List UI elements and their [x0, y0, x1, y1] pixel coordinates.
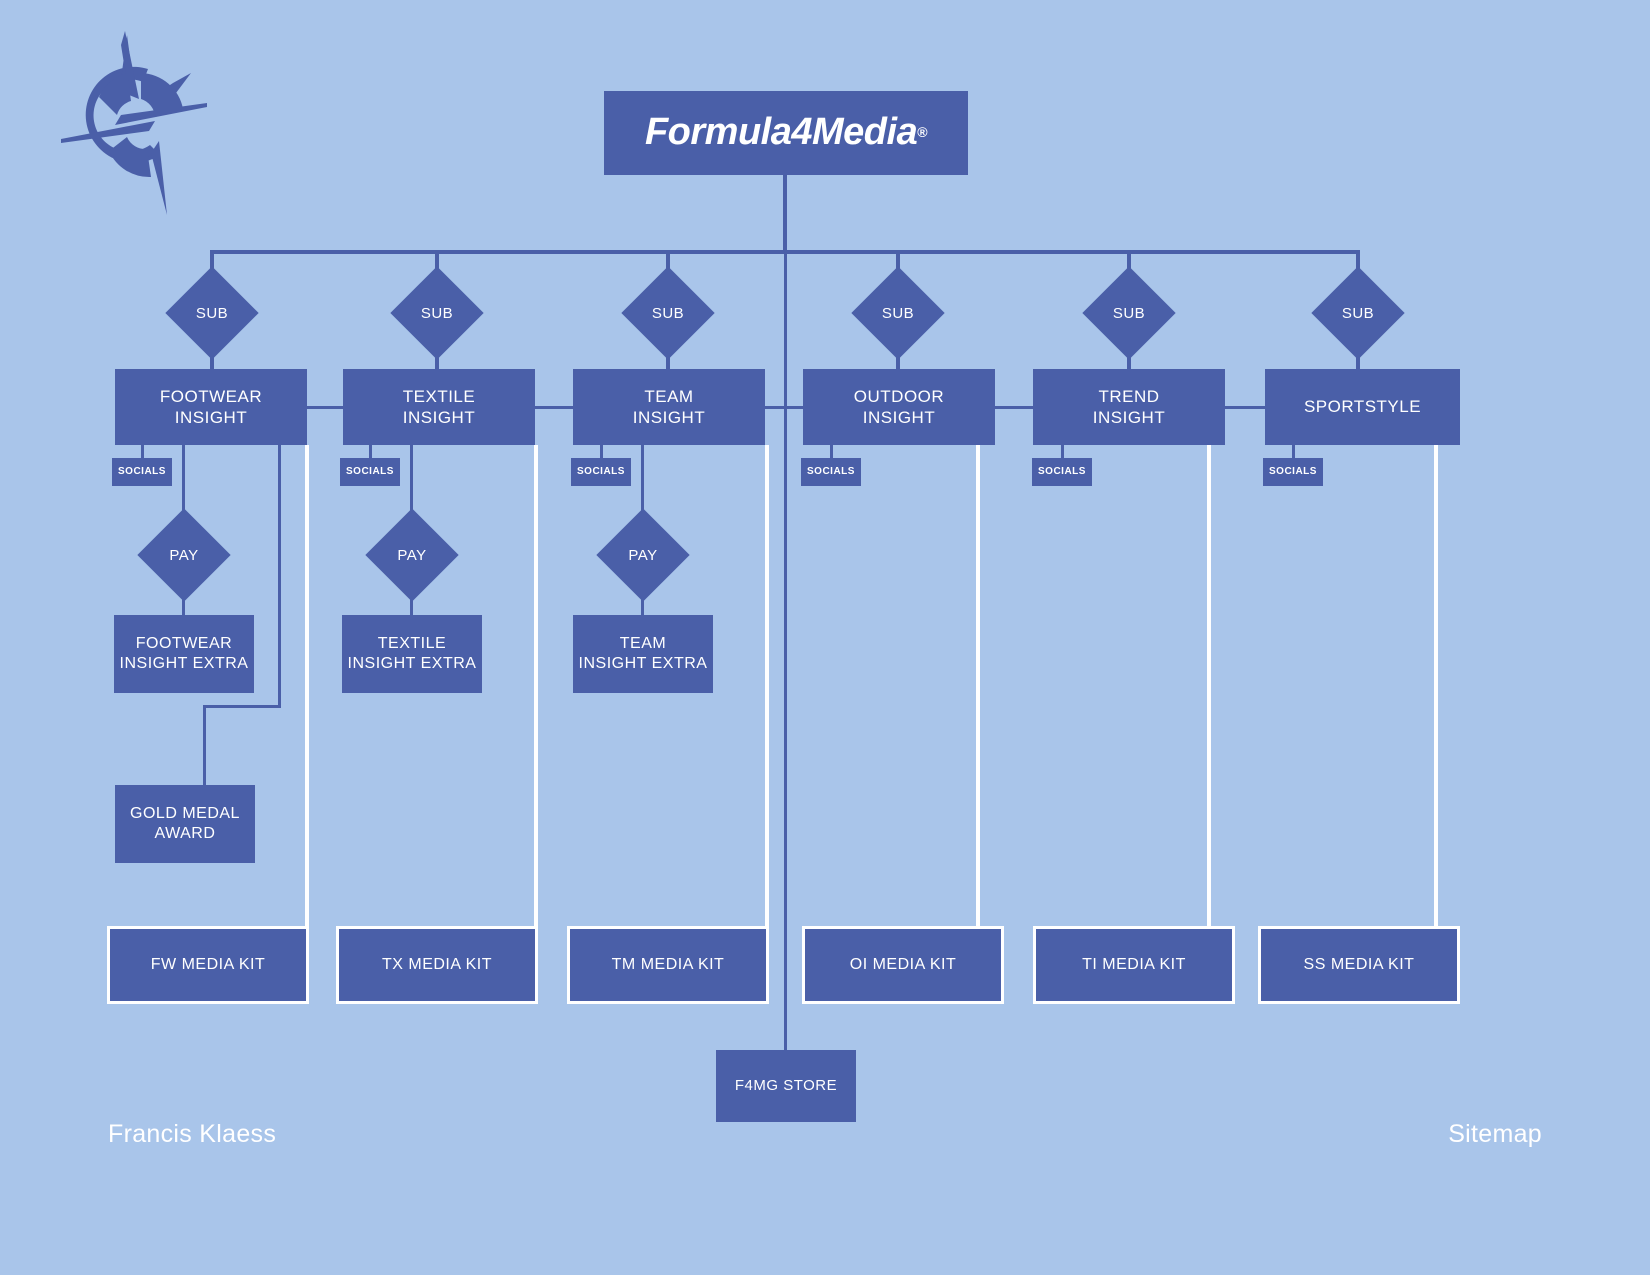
socials-chip-sportstyle-label: SOCIALS: [1269, 465, 1317, 477]
section-label-footwear-line1: FOOTWEAR: [159, 386, 263, 406]
section-node-footwear[interactable]: FOOTWEAR INSIGHT: [115, 369, 307, 445]
gold-medal-award-node[interactable]: GOLD MEDAL AWARD: [115, 785, 255, 863]
footer-doc-type: Sitemap: [1448, 1120, 1542, 1148]
media-kit-node-tm[interactable]: TM MEDIA KIT: [567, 926, 769, 1004]
media-kit-node-ti[interactable]: TI MEDIA KIT: [1033, 926, 1235, 1004]
extra-node-textile[interactable]: TEXTILE INSIGHT EXTRA: [342, 615, 482, 693]
pay-diamond-footwear-label: PAY: [169, 546, 199, 564]
media-kit-label-ss: SS MEDIA KIT: [1303, 956, 1415, 973]
connector-sportstyle-socials: [1292, 445, 1295, 461]
connector-outdoor-trend: [995, 406, 1035, 409]
connector-footwear-textile: [305, 406, 345, 409]
connector-footwear-gold-vertical-1: [278, 445, 281, 707]
connector-team-media-kit: [765, 445, 769, 930]
registered-trademark-icon: ®: [917, 124, 928, 141]
socials-chip-outdoor[interactable]: SOCIALS: [801, 458, 861, 486]
section-label-sportstyle-line1: SPORTSTYLE: [1303, 397, 1422, 417]
connector-footwear-to-pay: [182, 445, 185, 524]
section-label-trend-line1: TREND: [1098, 386, 1160, 406]
section-node-outdoor[interactable]: OUTDOOR INSIGHT: [803, 369, 995, 445]
socials-chip-outdoor-label: SOCIALS: [807, 465, 855, 477]
section-node-trend[interactable]: TREND INSIGHT: [1033, 369, 1225, 445]
section-label-team-line2: INSIGHT: [632, 408, 706, 427]
connector-textile-to-pay: [410, 445, 413, 524]
extra-node-footwear[interactable]: FOOTWEAR INSIGHT EXTRA: [114, 615, 254, 693]
connector-textile-media-kit: [534, 445, 538, 930]
media-kit-label-ti: TI MEDIA KIT: [1082, 956, 1186, 973]
pay-diamond-textile-label: PAY: [397, 546, 427, 564]
media-kit-label-tx: TX MEDIA KIT: [381, 956, 492, 973]
section-label-outdoor-line2: INSIGHT: [862, 408, 936, 427]
connector-trend-sportstyle: [1225, 406, 1265, 409]
section-node-team[interactable]: TEAM INSIGHT: [573, 369, 765, 445]
extra-label-footwear-line2: INSIGHT EXTRA: [119, 655, 249, 672]
store-node-f4mg[interactable]: F4MG STORE: [716, 1050, 856, 1122]
connector-textile-team: [534, 406, 575, 409]
gold-medal-label-line1: GOLD MEDAL: [130, 805, 240, 822]
socials-chip-sportstyle[interactable]: SOCIALS: [1263, 458, 1323, 486]
sub-diamond-outdoor-label: SUB: [881, 304, 915, 322]
pay-diamond-team-label: PAY: [628, 546, 658, 564]
connector-footwear-media-kit: [305, 445, 309, 930]
connector-trend-media-kit: [1207, 445, 1211, 930]
extra-node-team[interactable]: TEAM INSIGHT EXTRA: [573, 615, 713, 693]
media-kit-label-tm: TM MEDIA KIT: [611, 956, 725, 973]
connector-sportstyle-media-kit: [1434, 445, 1438, 930]
footer-author: Francis Klaess: [108, 1120, 277, 1148]
root-node-formula4media[interactable]: Formula4Media®: [604, 91, 968, 175]
media-kit-node-fw[interactable]: FW MEDIA KIT: [107, 926, 309, 1004]
sub-diamond-trend-label: SUB: [1112, 304, 1146, 322]
section-label-outdoor-line1: OUTDOOR: [853, 386, 945, 406]
root-label: Formula4Media: [644, 111, 918, 154]
gold-medal-label-line2: AWARD: [154, 825, 216, 842]
media-kit-node-oi[interactable]: OI MEDIA KIT: [802, 926, 1004, 1004]
socials-chip-footwear-label: SOCIALS: [118, 465, 166, 477]
compass-rose-c-logo: [55, 25, 215, 220]
sub-diamond-footwear-label: SUB: [195, 304, 229, 322]
connector-outdoor-media-kit: [976, 445, 980, 930]
extra-label-team-line2: INSIGHT EXTRA: [578, 655, 708, 672]
section-node-sportstyle[interactable]: SPORTSTYLE: [1265, 369, 1460, 445]
connector-root-to-store: [784, 254, 787, 1054]
socials-chip-team-label: SOCIALS: [577, 465, 625, 477]
media-kit-label-oi: OI MEDIA KIT: [849, 956, 957, 973]
extra-label-textile-line1: TEXTILE: [377, 635, 447, 652]
media-kit-node-tx[interactable]: TX MEDIA KIT: [336, 926, 538, 1004]
section-label-textile-line1: TEXTILE: [402, 386, 476, 406]
section-label-textile-line2: INSIGHT: [402, 408, 476, 427]
socials-chip-trend-label: SOCIALS: [1038, 465, 1086, 477]
section-label-trend-line2: INSIGHT: [1092, 408, 1166, 427]
sub-diamond-team-label: SUB: [651, 304, 685, 322]
connector-root-stem: [783, 175, 787, 254]
connector-footwear-gold-horizontal: [203, 705, 281, 708]
socials-chip-trend[interactable]: SOCIALS: [1032, 458, 1092, 486]
store-label: F4MG STORE: [734, 1076, 838, 1094]
sub-diamond-sportstyle-label: SUB: [1341, 304, 1375, 322]
extra-label-footwear-line1: FOOTWEAR: [135, 635, 233, 652]
socials-chip-textile[interactable]: SOCIALS: [340, 458, 400, 486]
section-node-textile[interactable]: TEXTILE INSIGHT: [343, 369, 535, 445]
connector-textile-socials: [369, 445, 372, 461]
media-kit-node-ss[interactable]: SS MEDIA KIT: [1258, 926, 1460, 1004]
connector-outdoor-socials: [830, 445, 833, 461]
connector-horizontal-bus: [210, 250, 1360, 254]
connector-trend-socials: [1061, 445, 1064, 461]
socials-chip-footwear[interactable]: SOCIALS: [112, 458, 172, 486]
connector-footwear-socials: [141, 445, 144, 461]
socials-chip-team[interactable]: SOCIALS: [571, 458, 631, 486]
extra-label-textile-line2: INSIGHT EXTRA: [347, 655, 477, 672]
extra-label-team-line1: TEAM: [619, 635, 667, 652]
sub-diamond-textile-label: SUB: [420, 304, 454, 322]
connector-team-socials: [600, 445, 603, 461]
connector-team-to-pay: [641, 445, 644, 524]
section-label-team-line1: TEAM: [644, 386, 694, 406]
connector-footwear-gold-vertical-2: [203, 705, 206, 787]
media-kit-label-fw: FW MEDIA KIT: [150, 956, 266, 973]
section-label-footwear-line2: INSIGHT: [174, 408, 248, 427]
socials-chip-textile-label: SOCIALS: [346, 465, 394, 477]
